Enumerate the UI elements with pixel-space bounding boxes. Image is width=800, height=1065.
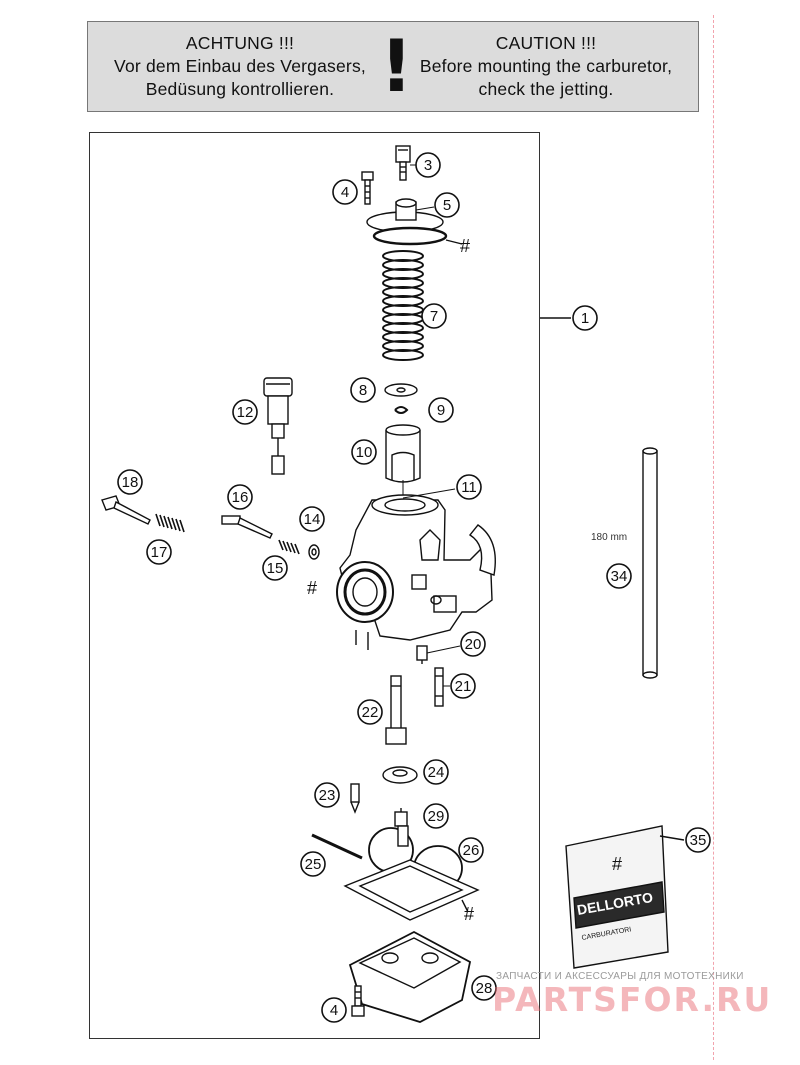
part-21-needle-jet	[434, 667, 444, 707]
callout-35-label: 35	[690, 832, 707, 849]
callout-20	[460, 631, 486, 657]
callout-29	[423, 803, 449, 829]
callout-1	[572, 305, 598, 331]
callout-21	[450, 673, 476, 699]
callout-11	[456, 474, 482, 500]
part-15-mixture-spring	[278, 539, 300, 555]
callout-7	[421, 303, 447, 329]
callout-24	[423, 759, 449, 785]
callout-7-label: 7	[430, 308, 438, 325]
hash-note-o-ring: #	[307, 578, 317, 598]
callout-3-label: 3	[424, 157, 432, 174]
warning-english-line2: check the jetting.	[478, 79, 614, 99]
callout-16	[227, 484, 253, 510]
part-24-main-jet-washer	[382, 766, 418, 784]
callout-14-label: 14	[304, 511, 321, 528]
assembly-frame	[89, 132, 540, 1039]
warning-english-title: CAUTION !!!	[495, 33, 597, 53]
part-8-needle-retainer	[384, 383, 418, 397]
part-4-cover-screw	[361, 171, 374, 205]
callout-26	[458, 837, 484, 863]
callout-22	[357, 699, 383, 725]
part-14-o-ring	[308, 544, 320, 560]
callout-8-label: 8	[359, 382, 367, 399]
warning-english-line1: Before mounting the carburetor,	[419, 56, 673, 76]
warning-german-line2: Bedüsung kontrollieren.	[145, 79, 335, 99]
warning-german-line1: Vor dem Einbau des Vergasers,	[114, 56, 366, 76]
callout-15-label: 15	[267, 560, 284, 577]
callout-4-top	[332, 179, 358, 205]
callout-9	[428, 397, 454, 423]
hash-note-gasket: #	[464, 904, 474, 924]
part-20-idle-jet	[416, 645, 428, 664]
callout-26-label: 26	[463, 842, 480, 859]
callout-17-label: 17	[151, 544, 168, 561]
callout-4-bottom	[321, 997, 347, 1023]
callout-23-label: 23	[319, 787, 336, 804]
warning-german: ACHTUNG !!! Vor dem Einbau des Vergasers…	[100, 32, 380, 101]
callout-17	[146, 539, 172, 565]
part-22-atomizer	[385, 675, 407, 745]
part-28-float-bowl	[348, 930, 472, 1023]
part-23-float-needle	[350, 783, 360, 814]
part-17-idle-spring	[155, 513, 185, 533]
callout-21-label: 21	[455, 678, 472, 695]
part-29-main-jet	[394, 808, 408, 827]
callout-35	[685, 827, 711, 853]
callout-9-label: 9	[437, 402, 445, 419]
warning-banner: ACHTUNG !!! Vor dem Einbau des Vergasers…	[87, 21, 699, 112]
part-10-throttle-slide	[385, 424, 421, 483]
callout-16-label: 16	[232, 489, 249, 506]
callout-25-label: 25	[305, 856, 322, 873]
warning-english: CAUTION !!! Before mounting the carburet…	[406, 32, 686, 101]
callout-14	[299, 506, 325, 532]
callout-11-label: 11	[461, 479, 477, 496]
callout-34	[606, 563, 632, 589]
part-5-mixing-chamber-cover	[366, 198, 463, 246]
callout-4-bottom-label: 4	[330, 1002, 338, 1019]
tube-length-label: 180 mm	[591, 532, 627, 543]
part-35-jet-kit-packet	[565, 825, 685, 969]
callout-20-label: 20	[465, 636, 482, 653]
part-3-adjuster-screw	[395, 145, 411, 181]
callout-22-label: 22	[362, 704, 379, 721]
part-9-needle-clip	[394, 406, 409, 414]
margin-guide-line	[713, 15, 716, 1060]
callout-25	[300, 851, 326, 877]
callout-15	[262, 555, 288, 581]
callout-23	[314, 782, 340, 808]
packet-hash: #	[612, 854, 622, 874]
callout-4-top-label: 4	[341, 184, 349, 201]
callout-29-label: 29	[428, 808, 445, 825]
watermark-tagline: ЗАПЧАСТИ И АКСЕССУАРЫ ДЛЯ МОТОТЕХНИКИ	[496, 971, 744, 982]
part-11-carburetor-body	[336, 494, 496, 650]
callout-12-label: 12	[237, 404, 254, 421]
callout-10-label: 10	[356, 444, 373, 461]
callout-24-label: 24	[428, 764, 445, 781]
part-float-chamber-gasket	[343, 859, 480, 921]
callout-28	[471, 975, 497, 1001]
part-18-idle-screw	[101, 495, 151, 525]
callout-3	[415, 152, 441, 178]
part-12-choke-plunger	[263, 377, 293, 475]
part-4-bowl-screw	[351, 985, 365, 1017]
part-16-mixture-screw	[221, 515, 273, 539]
callout-1-label: 1	[581, 310, 589, 327]
callout-18	[117, 469, 143, 495]
callout-18-label: 18	[122, 474, 139, 491]
callout-5	[434, 192, 460, 218]
watermark-logo: PARTSFOR.RU	[492, 980, 773, 1019]
callout-10	[351, 439, 377, 465]
callout-8	[350, 377, 376, 403]
callout-5-label: 5	[443, 197, 451, 214]
hash-note-cover: #	[460, 236, 470, 256]
callout-12	[232, 399, 258, 425]
callout-28-label: 28	[476, 980, 493, 997]
callout-34-label: 34	[611, 568, 628, 585]
warning-german-title: ACHTUNG !!!	[185, 33, 295, 53]
part-7-throttle-spring	[382, 250, 424, 361]
part-34-vent-hose	[642, 447, 658, 679]
part-25-float-pin	[311, 833, 363, 860]
